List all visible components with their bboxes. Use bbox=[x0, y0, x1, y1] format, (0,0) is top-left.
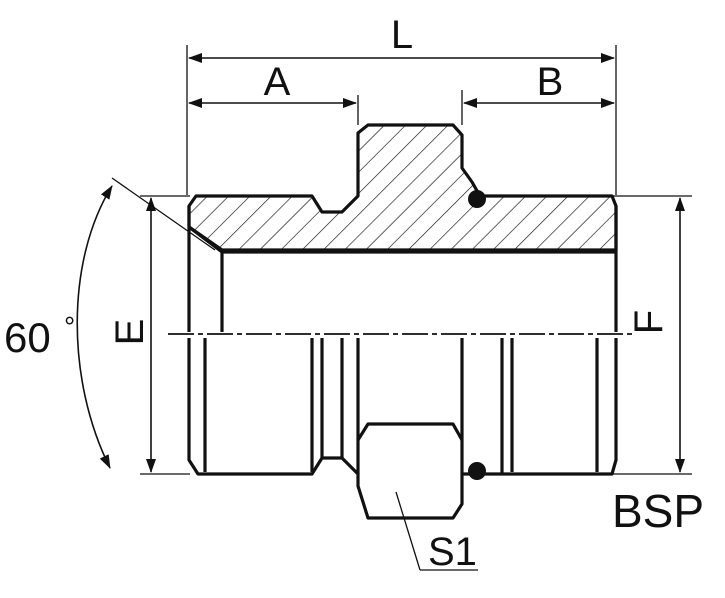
o-ring-top bbox=[468, 190, 486, 208]
label-thread: BSP bbox=[612, 485, 704, 537]
label-f: F bbox=[627, 310, 671, 334]
angle-arc bbox=[76, 185, 113, 469]
extension-lines bbox=[140, 45, 692, 475]
lower-outline bbox=[187, 338, 618, 520]
label-a: A bbox=[264, 60, 291, 104]
label-b: B bbox=[537, 60, 564, 104]
hatched-section bbox=[187, 123, 618, 252]
label-hex: S1 bbox=[428, 530, 477, 574]
section-half bbox=[187, 123, 618, 332]
label-l: L bbox=[391, 13, 413, 57]
dimension-lines bbox=[76, 53, 685, 571]
label-angle: 60 bbox=[4, 314, 51, 361]
label-angle-unit: ° bbox=[64, 311, 75, 342]
labels: L A B E F 60 ° BSP S1 bbox=[4, 13, 704, 574]
external-half bbox=[187, 338, 618, 520]
hex-top bbox=[356, 422, 464, 441]
o-ring-bottom bbox=[468, 462, 486, 480]
angle-leader-top bbox=[111, 177, 216, 251]
label-e: E bbox=[108, 319, 152, 346]
chamfer-line bbox=[188, 225, 223, 254]
hex-leader bbox=[395, 491, 421, 571]
